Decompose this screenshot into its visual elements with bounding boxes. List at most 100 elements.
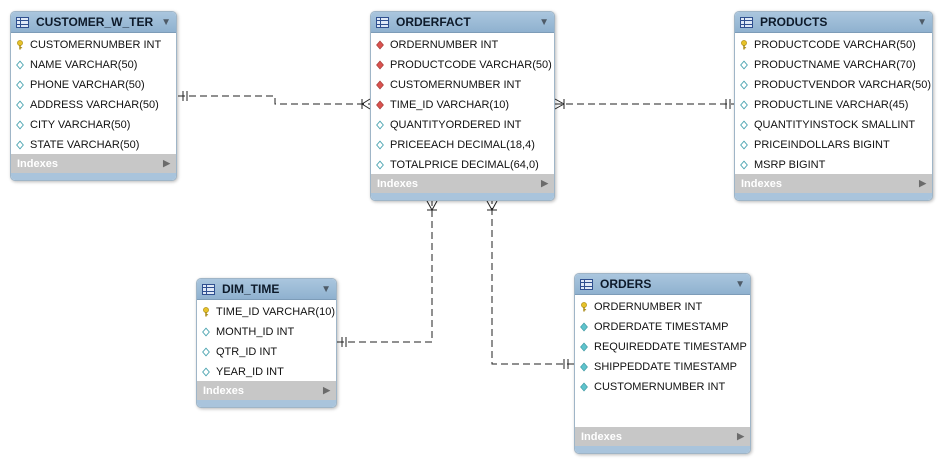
column-label: PRICEEACH DECIMAL(18,4) bbox=[390, 139, 535, 151]
diamond-red-icon bbox=[376, 60, 384, 70]
indexes-bar[interactable]: Indexes ▶ bbox=[735, 174, 932, 193]
crowfoot-marker bbox=[486, 200, 498, 211]
indexes-bar[interactable]: Indexes ▶ bbox=[11, 154, 176, 173]
column-label: STATE VARCHAR(50) bbox=[30, 139, 140, 151]
diamond-red-icon bbox=[376, 100, 384, 110]
indexes-bar[interactable]: Indexes ▶ bbox=[197, 381, 336, 400]
column-label: TIME_ID VARCHAR(10) bbox=[216, 306, 335, 318]
column-list: ORDERNUMBER INT PRODUCTCODE VARCHAR(50) … bbox=[371, 33, 554, 175]
diamond-empty-icon bbox=[202, 367, 210, 377]
column-label: MONTH_ID INT bbox=[216, 326, 295, 338]
column-row[interactable]: CITY VARCHAR(50) bbox=[11, 115, 176, 135]
collapse-arrow-icon[interactable]: ▼ bbox=[161, 16, 171, 28]
column-row[interactable]: QUANTITYORDERED INT bbox=[371, 115, 554, 135]
column-row[interactable]: TOTALPRICE DECIMAL(64,0) bbox=[371, 155, 554, 175]
column-label: TIME_ID VARCHAR(10) bbox=[390, 99, 509, 111]
table-header[interactable]: DIM_TIME ▼ bbox=[197, 279, 336, 300]
table-icon bbox=[16, 16, 29, 28]
expand-arrow-icon[interactable]: ▶ bbox=[541, 178, 548, 188]
table-footer bbox=[575, 446, 750, 453]
collapse-arrow-icon[interactable]: ▼ bbox=[321, 283, 331, 295]
column-row[interactable]: YEAR_ID INT bbox=[197, 362, 336, 382]
expand-arrow-icon[interactable]: ▶ bbox=[163, 158, 170, 168]
column-row[interactable]: QTR_ID INT bbox=[197, 342, 336, 362]
table-footer bbox=[735, 193, 932, 200]
relationship-customer-orderfact bbox=[178, 95, 370, 105]
column-label: TOTALPRICE DECIMAL(64,0) bbox=[390, 159, 539, 171]
table-header[interactable]: CUSTOMER_W_TER ▼ bbox=[11, 12, 176, 33]
table-header[interactable]: PRODUCTS ▼ bbox=[735, 12, 932, 33]
table-customer-w-ter[interactable]: CUSTOMER_W_TER ▼ CUSTOMERNUMBER INT NAME… bbox=[10, 11, 177, 181]
column-row[interactable]: CUSTOMERNUMBER INT bbox=[11, 35, 176, 55]
column-list: CUSTOMERNUMBER INT NAME VARCHAR(50) PHON… bbox=[11, 33, 176, 155]
table-products[interactable]: PRODUCTS ▼ PRODUCTCODE VARCHAR(50) PRODU… bbox=[734, 11, 933, 201]
table-icon bbox=[740, 16, 753, 28]
table-orderfact[interactable]: ORDERFACT ▼ ORDERNUMBER INT PRODUCTCODE … bbox=[370, 11, 555, 201]
column-row[interactable]: CUSTOMERNUMBER INT bbox=[575, 377, 750, 397]
collapse-arrow-icon[interactable]: ▼ bbox=[539, 16, 549, 28]
table-title: ORDERS bbox=[600, 277, 652, 291]
collapse-arrow-icon[interactable]: ▼ bbox=[917, 16, 927, 28]
table-title: ORDERFACT bbox=[396, 15, 471, 29]
indexes-label: Indexes bbox=[741, 177, 782, 190]
column-row[interactable]: SHIPPEDDATE TIMESTAMP bbox=[575, 357, 750, 377]
column-list: ORDERNUMBER INT ORDERDATE TIMESTAMP REQU… bbox=[575, 295, 750, 397]
column-row[interactable]: PHONE VARCHAR(50) bbox=[11, 75, 176, 95]
column-row[interactable]: REQUIREDDATE TIMESTAMP bbox=[575, 337, 750, 357]
column-row[interactable]: STATE VARCHAR(50) bbox=[11, 135, 176, 155]
table-header[interactable]: ORDERS ▼ bbox=[575, 274, 750, 295]
column-label: ADDRESS VARCHAR(50) bbox=[30, 99, 159, 111]
column-row[interactable]: PRODUCTNAME VARCHAR(70) bbox=[735, 55, 932, 75]
column-row[interactable]: PRODUCTVENDOR VARCHAR(50) bbox=[735, 75, 932, 95]
diamond-empty-icon bbox=[740, 140, 748, 150]
column-row[interactable]: CUSTOMERNUMBER INT bbox=[371, 75, 554, 95]
column-row[interactable]: ORDERNUMBER INT bbox=[575, 297, 750, 317]
expand-arrow-icon[interactable]: ▶ bbox=[323, 385, 330, 395]
expand-arrow-icon[interactable]: ▶ bbox=[737, 431, 744, 441]
column-label: CUSTOMERNUMBER INT bbox=[594, 381, 726, 393]
column-label: PRICEINDOLLARS BIGINT bbox=[754, 139, 890, 151]
crowfoot-marker bbox=[426, 200, 438, 211]
column-row[interactable]: PRODUCTCODE VARCHAR(50) bbox=[735, 35, 932, 55]
column-row[interactable]: PRODUCTLINE VARCHAR(45) bbox=[735, 95, 932, 115]
column-row[interactable]: ORDERNUMBER INT bbox=[371, 35, 554, 55]
column-label: QTR_ID INT bbox=[216, 346, 278, 358]
column-row[interactable]: PRICEINDOLLARS BIGINT bbox=[735, 135, 932, 155]
column-row[interactable]: NAME VARCHAR(50) bbox=[11, 55, 176, 75]
table-dim-time[interactable]: DIM_TIME ▼ TIME_ID VARCHAR(10) MONTH_ID … bbox=[196, 278, 337, 408]
expand-arrow-icon[interactable]: ▶ bbox=[919, 178, 926, 188]
column-row[interactable]: TIME_ID VARCHAR(10) bbox=[197, 302, 336, 322]
crowfoot-marker bbox=[361, 98, 371, 110]
column-row[interactable]: TIME_ID VARCHAR(10) bbox=[371, 95, 554, 115]
column-row[interactable]: MONTH_ID INT bbox=[197, 322, 336, 342]
column-row[interactable]: PRODUCTCODE VARCHAR(50) bbox=[371, 55, 554, 75]
diamond-empty-icon bbox=[16, 60, 24, 70]
column-label: CUSTOMERNUMBER INT bbox=[390, 79, 522, 91]
diamond-cyan-icon bbox=[580, 342, 588, 352]
diamond-empty-icon bbox=[376, 120, 384, 130]
column-row[interactable]: QUANTITYINSTOCK SMALLINT bbox=[735, 115, 932, 135]
diamond-cyan-icon bbox=[580, 362, 588, 372]
indexes-label: Indexes bbox=[17, 157, 58, 170]
table-orders[interactable]: ORDERS ▼ ORDERNUMBER INT ORDERDATE TIMES… bbox=[574, 273, 751, 454]
table-title: DIM_TIME bbox=[222, 282, 280, 296]
column-row[interactable]: PRICEEACH DECIMAL(18,4) bbox=[371, 135, 554, 155]
column-label: PRODUCTCODE VARCHAR(50) bbox=[390, 59, 552, 71]
table-header[interactable]: ORDERFACT ▼ bbox=[371, 12, 554, 33]
column-label: YEAR_ID INT bbox=[216, 366, 284, 378]
indexes-bar[interactable]: Indexes ▶ bbox=[575, 427, 750, 446]
collapse-arrow-icon[interactable]: ▼ bbox=[735, 278, 745, 290]
column-label: QUANTITYINSTOCK SMALLINT bbox=[754, 119, 916, 131]
column-label: CUSTOMERNUMBER INT bbox=[30, 39, 162, 51]
diamond-cyan-icon bbox=[580, 382, 588, 392]
indexes-bar[interactable]: Indexes ▶ bbox=[371, 174, 554, 193]
table-icon bbox=[202, 283, 215, 295]
column-label: CITY VARCHAR(50) bbox=[30, 119, 131, 131]
column-label: NAME VARCHAR(50) bbox=[30, 59, 138, 71]
column-row[interactable]: MSRP BIGINT bbox=[735, 155, 932, 175]
column-row[interactable]: ADDRESS VARCHAR(50) bbox=[11, 95, 176, 115]
column-row[interactable]: ORDERDATE TIMESTAMP bbox=[575, 317, 750, 337]
diamond-empty-icon bbox=[16, 120, 24, 130]
column-label: ORDERNUMBER INT bbox=[390, 39, 499, 51]
diamond-empty-icon bbox=[202, 327, 210, 337]
